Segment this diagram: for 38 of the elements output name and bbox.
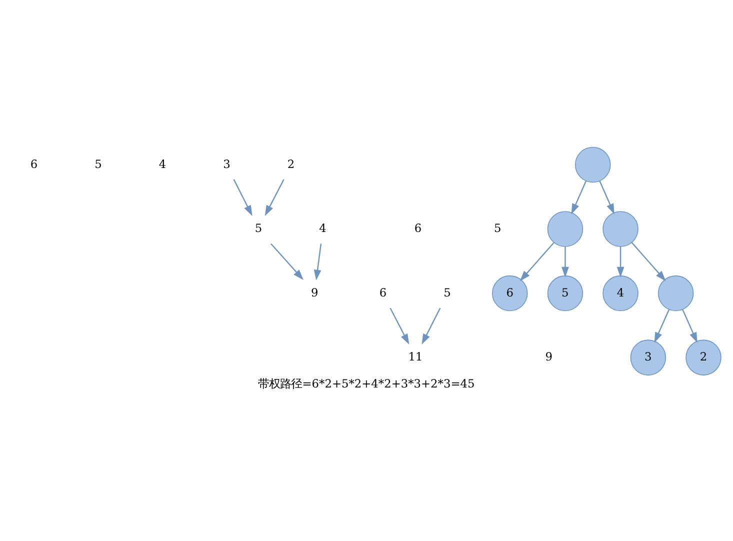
node-circle [547,211,584,247]
node-text: 5 [494,221,502,236]
arrow [631,242,666,282]
arrow [520,242,554,282]
node-text: 5 [94,156,102,171]
node-text: 6 [414,221,422,236]
node-text: 5 [444,285,451,300]
arrow [422,308,441,345]
arrow [270,243,304,280]
node-text: 3 [223,156,230,171]
arrow [390,308,410,344]
caption: 带权路径=6*2+5*2+4*2+3*3+2*3=45 [258,376,475,390]
node-text: 9 [545,350,553,364]
node-circle [574,146,611,183]
arrow [616,246,624,278]
node-text: 4 [319,221,326,236]
arrow [561,246,569,278]
node-text: 6 [30,156,38,171]
arrow [571,180,587,214]
node-circle: 6 [492,275,528,312]
node-text: 5 [254,221,262,236]
arrow [314,244,322,280]
node-text: 11 [408,350,423,364]
node-circle: 5 [547,275,584,312]
node-circle [602,211,638,247]
node-text: 9 [311,285,318,300]
node-circle: 2 [686,340,722,376]
node-circle: 3 [630,340,666,376]
arrow [233,179,252,216]
arrow [682,309,698,343]
arrow [264,179,284,216]
node-circle: 4 [602,275,638,312]
arrow [654,309,670,343]
node-text: 4 [158,156,166,171]
node-circle [658,275,694,312]
node-text: 6 [379,285,387,300]
arrow [599,180,614,214]
node-text: 2 [287,156,295,171]
